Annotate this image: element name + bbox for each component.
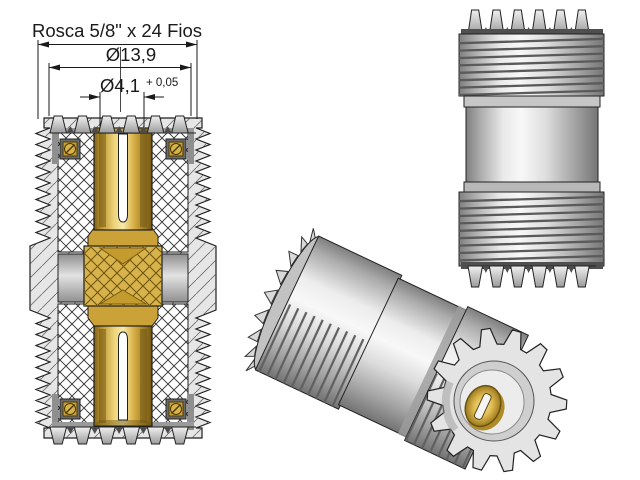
teeth-gap-shadow xyxy=(163,427,172,434)
thread-ridge xyxy=(458,240,605,247)
teeth-gap-shadow xyxy=(115,126,123,133)
contact-transition-top xyxy=(87,227,159,249)
iso-view-vertical xyxy=(458,9,605,288)
socket-slot xyxy=(473,393,492,420)
step-ring xyxy=(463,95,601,108)
cone-notch-bottom xyxy=(98,289,148,305)
end-teeth xyxy=(288,250,299,268)
teeth-gap-shadow xyxy=(139,126,148,133)
tube-bore-shade xyxy=(140,131,147,227)
contact-transition-bottom xyxy=(87,305,159,327)
thread-ridge xyxy=(458,37,605,45)
thread-ridge xyxy=(458,67,605,74)
teeth-gap-shadow xyxy=(90,427,99,434)
thread-ridge xyxy=(458,59,605,67)
shell-collar xyxy=(188,128,194,164)
teeth-gap-shadow xyxy=(482,266,490,273)
sleeve-right xyxy=(157,253,189,303)
teeth-gap-shadow xyxy=(115,427,123,434)
teeth-gap-shadow xyxy=(503,266,511,273)
teeth-gap-shadow xyxy=(525,266,532,273)
end-teeth xyxy=(263,289,279,306)
thread-ridge xyxy=(458,210,605,218)
ring-groove xyxy=(397,305,467,438)
dimension-arrow xyxy=(89,94,100,100)
end-teeth xyxy=(245,358,255,372)
dimension-arrow xyxy=(49,64,60,71)
contact-slot xyxy=(118,331,128,421)
thread-ridge xyxy=(458,254,605,262)
end-teeth xyxy=(253,309,270,325)
teeth-gap-shadow xyxy=(546,266,554,273)
thread-ridge xyxy=(458,74,605,82)
face-shadow xyxy=(441,380,459,433)
end-teeth xyxy=(300,235,309,254)
thread-ridge xyxy=(458,232,605,240)
tube-bore-shade xyxy=(140,329,147,423)
shell-collar xyxy=(188,394,194,430)
screw-slot xyxy=(171,404,181,414)
teeth-gap-shadow xyxy=(163,126,172,133)
thread-ridge xyxy=(458,225,605,232)
end-teeth xyxy=(247,328,263,343)
screw-slot xyxy=(65,404,75,414)
shell-collar xyxy=(52,394,58,430)
outer-diameter-callout: Ø13,9 xyxy=(106,44,156,65)
dimension-arrow xyxy=(186,41,197,48)
thread-teeth-row xyxy=(467,265,596,288)
teeth-gap-shadow xyxy=(567,266,575,273)
thread-ridge xyxy=(458,45,605,52)
screw-slot xyxy=(171,144,181,154)
thread-spec-callout: Rosca 5/8" x 24 Fios xyxy=(32,20,202,41)
end-teeth xyxy=(243,344,258,357)
contact-slot xyxy=(118,133,128,223)
tube-bore-shade xyxy=(99,131,106,227)
thread-ridge xyxy=(458,82,605,89)
thread-ridge xyxy=(458,195,605,203)
thread-ridge xyxy=(458,89,605,97)
shell-collar xyxy=(52,128,58,164)
dimension-arrow xyxy=(180,64,191,71)
teeth-gap-shadow xyxy=(90,126,99,133)
section-view xyxy=(29,115,217,445)
thread-teeth-row xyxy=(49,115,196,134)
teeth-gap-shadow xyxy=(66,427,75,434)
socket-tolerance-callout: + 0,05 xyxy=(146,77,178,89)
thread-shadow-band xyxy=(461,29,603,36)
iso-view-angled xyxy=(243,228,568,473)
smooth-body xyxy=(465,106,599,183)
thread-ridge xyxy=(458,217,605,225)
dimension-texts: Rosca 5/8" x 24 Fios Ø13,9 Ø4,1 + 0,05 xyxy=(32,20,202,96)
dimension-arrow xyxy=(38,41,49,48)
cone-notch-top xyxy=(98,247,148,265)
dimension-lines xyxy=(37,40,198,127)
end-teeth xyxy=(275,269,289,286)
teeth-gap-shadow xyxy=(139,427,148,434)
socket-diameter-callout: Ø4,1 xyxy=(100,75,140,96)
teeth-gap-shadow xyxy=(66,126,75,133)
socket-mouth xyxy=(94,420,152,426)
thread-ridge xyxy=(458,203,605,210)
screw-slot xyxy=(65,144,75,154)
thread-teeth-row xyxy=(49,426,196,445)
dimension-arrow xyxy=(144,94,155,100)
end-teeth xyxy=(309,228,316,243)
tube-bore-shade xyxy=(99,329,106,423)
thread-ridges xyxy=(255,236,402,410)
step-ring xyxy=(463,181,601,193)
thread-ridge xyxy=(458,52,605,60)
thread-ridge xyxy=(458,247,605,255)
